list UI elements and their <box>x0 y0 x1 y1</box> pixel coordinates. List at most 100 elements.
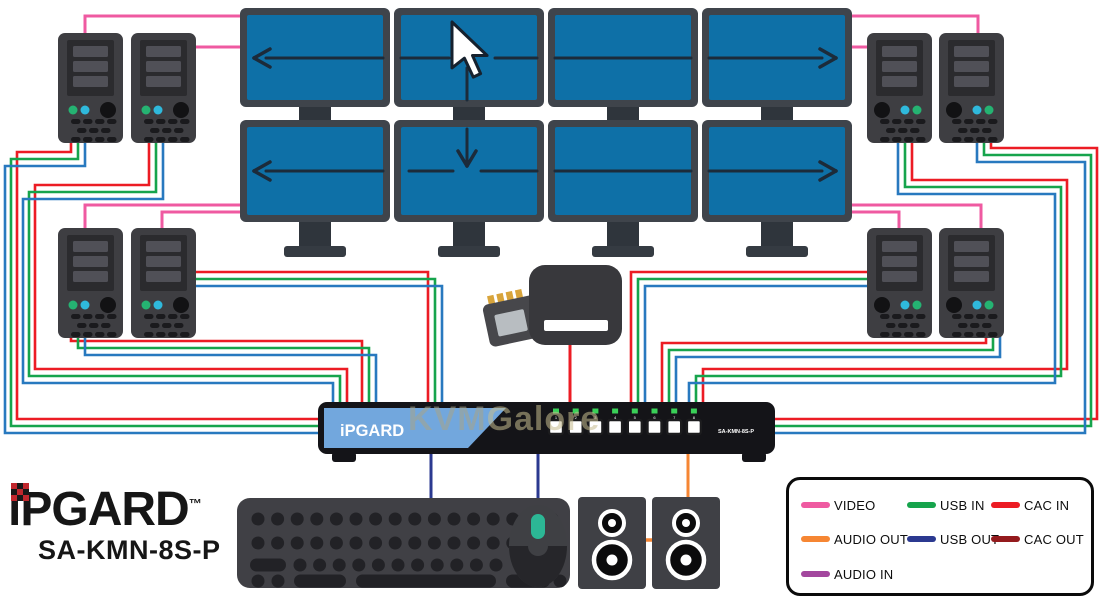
hdd-led-cyan <box>972 300 982 310</box>
key-dot <box>447 536 461 550</box>
drive-bay <box>882 271 917 282</box>
key-dot <box>290 536 304 550</box>
key-dot <box>447 512 461 526</box>
vent-slot <box>77 323 87 328</box>
monitor-neck <box>299 220 331 248</box>
switch-brand-label: iPGARD <box>340 422 404 440</box>
cable-wire-cac_in <box>660 330 988 412</box>
key-dot <box>388 512 402 526</box>
cable-wire-link_blue <box>21 138 335 412</box>
legend-swatch-audio_in <box>801 571 830 577</box>
cable-wire-cac_in <box>763 138 1099 421</box>
monitor-r1-4 <box>702 8 852 123</box>
logo-dot-cell <box>17 495 23 501</box>
tower-5 <box>867 33 932 143</box>
monitor-r2-3 <box>548 120 698 257</box>
port-number: 2 <box>575 415 578 420</box>
mouse-cursor-icon <box>450 20 489 79</box>
arrow-head-left <box>252 47 272 60</box>
speaker-2 <box>652 497 720 589</box>
drive-bay <box>73 271 108 282</box>
drive-bay <box>146 61 181 72</box>
drive-bay <box>146 271 181 282</box>
tower-4 <box>131 228 196 338</box>
screen-arrows <box>252 47 838 182</box>
vent-slot <box>886 128 896 133</box>
vent-slot <box>95 119 105 124</box>
cable-wire-usb_in <box>27 138 342 412</box>
mouse-shell-notch <box>528 536 548 556</box>
legend-label: CAC OUT <box>1024 531 1084 547</box>
drive-bay <box>73 241 108 252</box>
vent-slot <box>916 314 926 319</box>
vent-slot <box>976 314 986 319</box>
monitor-base <box>438 246 500 257</box>
vent-slot <box>162 128 172 133</box>
vent-slot <box>916 332 926 337</box>
watermark-text: KVMGalore <box>408 400 600 438</box>
port-led <box>631 408 638 414</box>
model-number: SA-KMN-8S-P <box>38 535 221 565</box>
vent-slot <box>964 332 974 337</box>
vent-slot <box>150 323 160 328</box>
speaker-1 <box>578 497 646 589</box>
drive-bay <box>882 46 917 57</box>
monitor-neck <box>761 220 793 248</box>
monitor-r2-1 <box>240 120 390 257</box>
legend-label: USB OUT <box>940 531 1000 547</box>
drive-bay <box>882 241 917 252</box>
switch-foot <box>332 452 356 462</box>
port-number: 6 <box>653 415 656 420</box>
monitor-base <box>592 246 654 257</box>
key-dot <box>427 536 441 550</box>
vent-slot <box>970 128 980 133</box>
cable-wire-link_blue <box>674 330 1002 412</box>
vent-slot <box>156 314 166 319</box>
legend-label: AUDIO OUT <box>834 531 909 547</box>
logo-dot-cell <box>17 483 23 489</box>
key-pill <box>294 574 346 588</box>
key-dot <box>430 558 444 572</box>
monitor-base <box>284 246 346 257</box>
port-led <box>572 408 579 414</box>
port-button-4 <box>606 418 624 436</box>
vent-slot <box>982 323 992 328</box>
drive-bay <box>954 271 989 282</box>
logo-dot-cell <box>11 495 17 501</box>
vent-slot <box>162 323 172 328</box>
vent-slot <box>952 332 962 337</box>
vent-slot <box>964 314 974 319</box>
drive-bay <box>146 46 181 57</box>
vent-slot <box>107 137 117 142</box>
key-dot <box>271 512 285 526</box>
cable-bundle-5 <box>629 270 872 412</box>
key-dot <box>489 558 503 572</box>
legend-swatch-audio_out <box>801 536 830 542</box>
vent-slot <box>71 137 81 142</box>
port-number: 1 <box>555 415 558 420</box>
vent-slot <box>988 119 998 124</box>
port-number: 7 <box>673 415 676 420</box>
cable-bundle-6 <box>660 330 1002 412</box>
drive-bay <box>882 256 917 267</box>
arrow-head-right <box>818 160 838 173</box>
port-led <box>592 408 599 414</box>
key-dot <box>369 536 383 550</box>
key-dot <box>486 536 500 550</box>
vent-slot <box>83 119 93 124</box>
monitor-base <box>746 246 808 257</box>
speaker-driver-cap <box>682 519 690 527</box>
hdd-led-cyan <box>900 105 910 115</box>
cable-wire-link_blue <box>643 284 872 412</box>
vent-slot <box>180 137 190 142</box>
cable-wire-cac_in <box>15 138 330 421</box>
vent-slot <box>952 314 962 319</box>
vent-slot <box>886 323 896 328</box>
logo-dot-icon <box>11 483 29 501</box>
key-dot <box>310 512 324 526</box>
cable-video-1 <box>83 14 243 36</box>
key-dot <box>332 558 346 572</box>
cable-wire-cac_in <box>629 270 872 412</box>
vent-slot <box>892 332 902 337</box>
